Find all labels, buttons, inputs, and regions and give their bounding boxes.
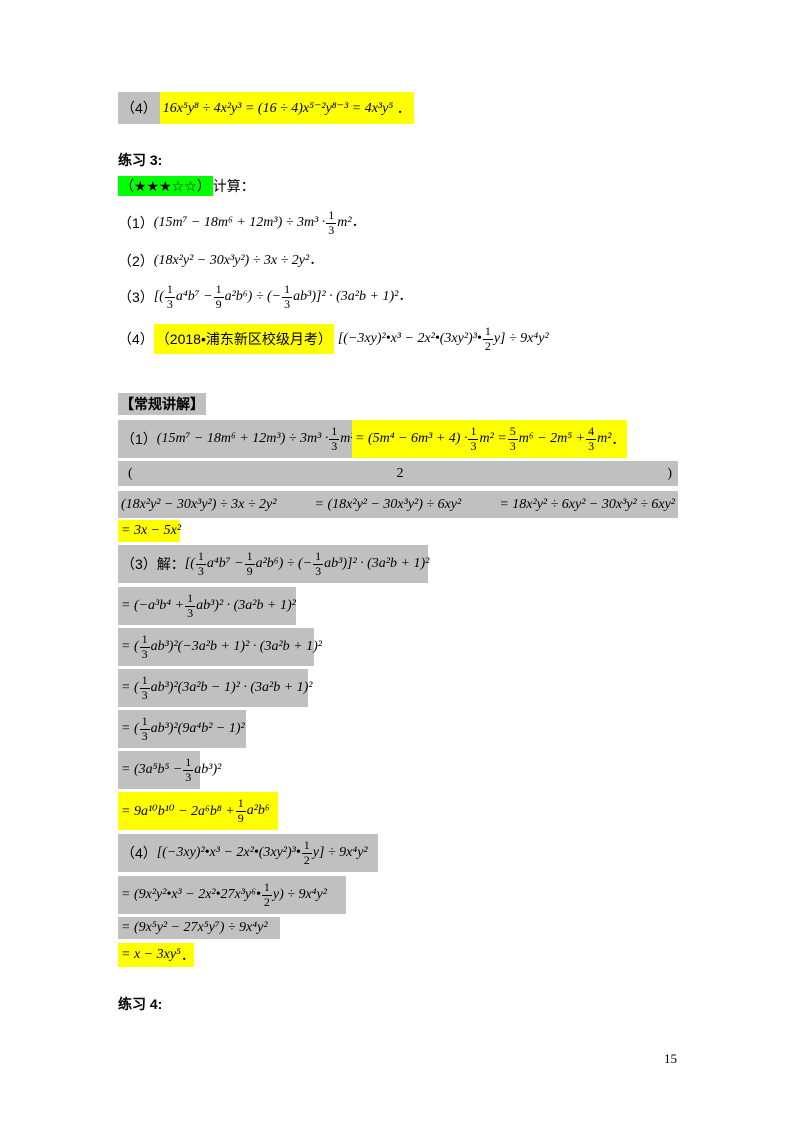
top-equation: 16x⁵y⁸ ÷ 4x²y³ = (16 ÷ 4)x⁵⁻²y⁸⁻³ = 4x³y… bbox=[159, 92, 414, 124]
page-number: 15 bbox=[664, 1051, 677, 1066]
top-expression: （4） 16x⁵y⁸ ÷ 4x²y³ = (16 ÷ 4)x⁵⁻²y⁸⁻³ = … bbox=[118, 92, 414, 124]
solution-4-line-2: = (9x⁵y² − 27x⁵y⁷) ÷ 9x⁴y² bbox=[118, 917, 280, 939]
practice3-item-2: （2） (18x²y² − 30x³y²) ÷ 3x ÷ 2y² ． bbox=[118, 253, 324, 269]
instruction-text: 计算： bbox=[212, 178, 255, 194]
practice3-title: 练习 3: bbox=[118, 152, 163, 168]
practice3-instruction-row: （★★★☆☆） 计算： bbox=[118, 175, 255, 197]
solution-2-result: = 3x − 5x² bbox=[118, 520, 181, 542]
top-label: （4） bbox=[121, 100, 157, 116]
solution-2-line: (18x²y² − 30x³y²) ÷ 3x ÷ 2y² = (18x²y² −… bbox=[118, 491, 678, 518]
practice4-title: 练习 4: bbox=[118, 996, 163, 1012]
difficulty-stars: （★★★☆☆） bbox=[118, 176, 213, 196]
practice3-item-4: （4） （2018•浦东新区校级月考） [(−3xy)²•x³ − 2x²•(3… bbox=[118, 324, 549, 354]
solution-2-header: ( 2 ) bbox=[118, 461, 678, 486]
solution-4-result: = x − 3xy⁵ ． bbox=[118, 943, 195, 967]
source-tag: （2018•浦东新区校级月考） bbox=[153, 324, 334, 354]
explain-title: 【常规讲解】 bbox=[118, 393, 206, 415]
